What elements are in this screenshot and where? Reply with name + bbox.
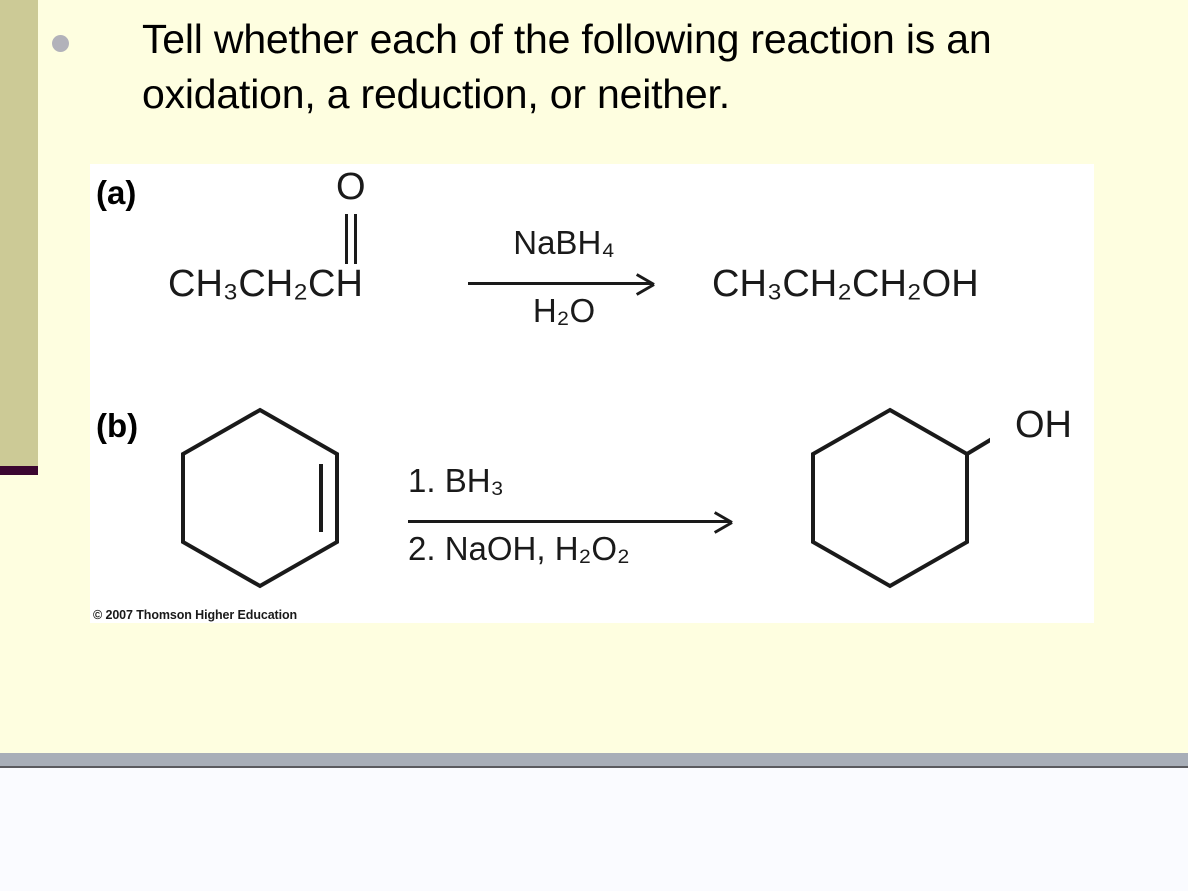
reaction-arrow-b: 1. BH₃ 2. NaOH, H₂O₂ [408, 462, 738, 582]
bottom-toolbar-pane [0, 768, 1188, 891]
figure-panel: (a) O CH₃CH₂CH NaBH₄ H₂O CH₃CH₂CH₂OH ( [90, 164, 1094, 623]
reagent-above-b: 1. BH₃ [408, 462, 504, 499]
product-formula-a: CH₃CH₂CH₂OH [712, 263, 979, 305]
hydroxyl-label-b: OH [1015, 404, 1072, 446]
reaction-arrow-a: NaBH₄ H₂O [468, 224, 660, 334]
slide-accent-strip [0, 0, 38, 466]
carbonyl-oxygen-a: O [336, 166, 366, 208]
bottom-divider [0, 766, 1188, 768]
copyright-notice: © 2007 Thomson Higher Education [93, 608, 298, 622]
slide-bullet-text: Tell whether each of the following react… [142, 16, 992, 118]
bullet-dot-icon [52, 35, 69, 52]
reagent-above-a: NaBH₄ [513, 224, 615, 261]
cyclohexanol-structure [811, 407, 990, 589]
double-bond-icon-a [343, 214, 359, 264]
reagent-below-a: H₂O [532, 292, 596, 329]
slide-canvas: Tell whether each of the following react… [0, 0, 1094, 623]
cyclohexene-structure [181, 407, 339, 589]
slide-accent-strip-foot [0, 466, 38, 475]
reaction-label-a: (a) [96, 174, 137, 211]
reactant-formula-a: CH₃CH₂CH [168, 263, 363, 305]
reaction-label-b: (b) [96, 407, 139, 444]
reagent-below-b: 2. NaOH, H₂O₂ [408, 530, 630, 567]
bottom-gray-bar [0, 753, 1188, 766]
